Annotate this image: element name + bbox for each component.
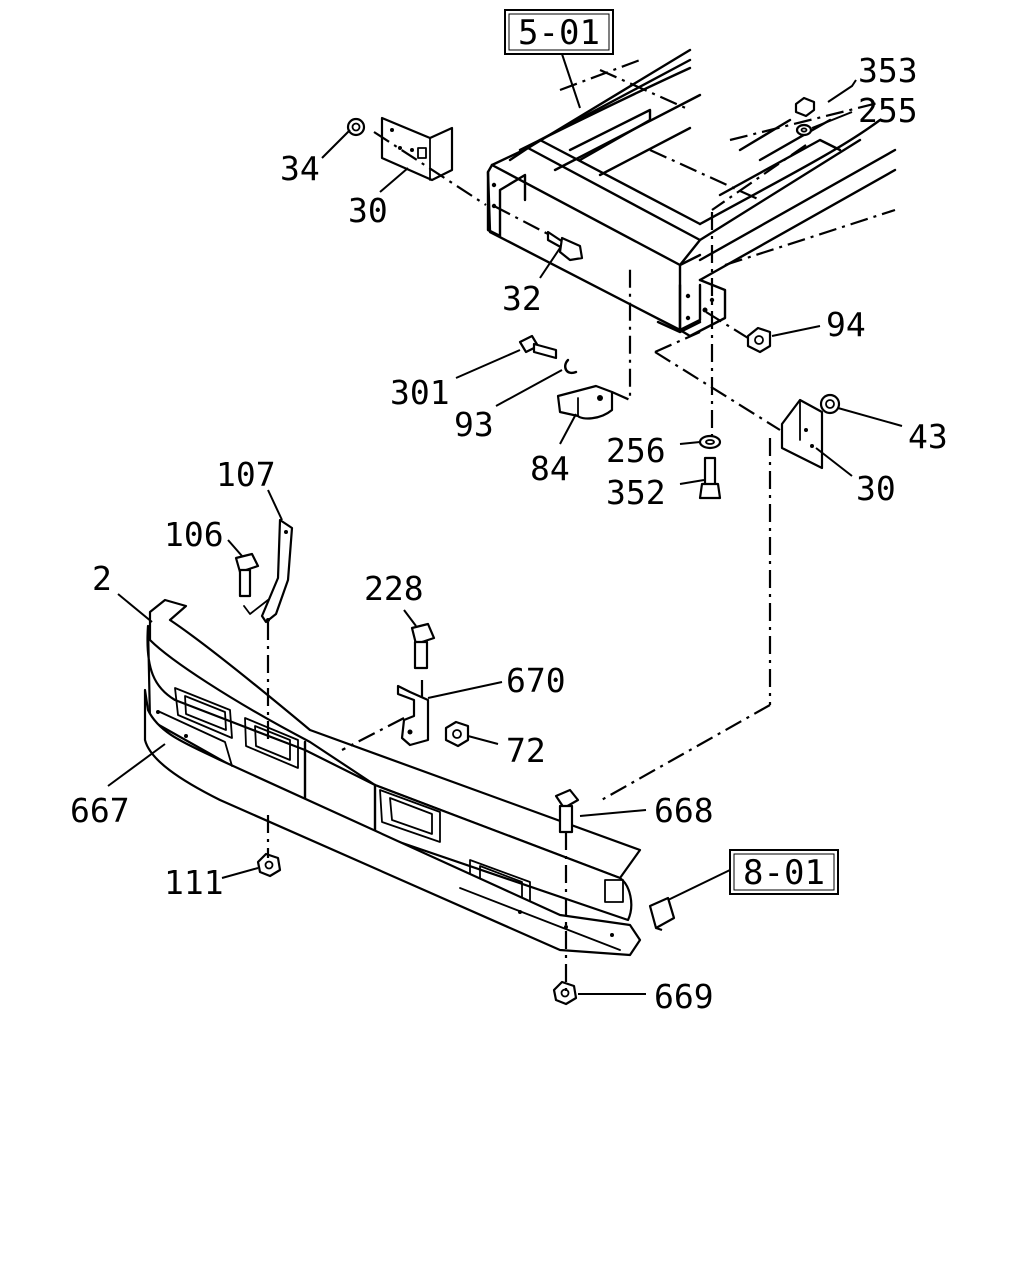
part-107-stay bbox=[260, 518, 294, 624]
part-353-nut bbox=[794, 96, 816, 118]
callout-34: 34 bbox=[280, 149, 320, 188]
leader-lines bbox=[107, 79, 903, 995]
callout-301: 301 bbox=[390, 373, 450, 412]
callout-93: 93 bbox=[454, 405, 494, 444]
callout-106: 106 bbox=[164, 515, 224, 554]
callout-32: 32 bbox=[502, 279, 542, 318]
part-670-bracket bbox=[396, 684, 430, 747]
callout-352: 352 bbox=[606, 473, 666, 512]
callout-94: 94 bbox=[826, 305, 866, 344]
part-228-bolt bbox=[410, 622, 436, 670]
callout-43: 43 bbox=[908, 417, 948, 456]
reference-label-5-01: 5-01 bbox=[518, 13, 600, 53]
callout-669: 669 bbox=[654, 977, 714, 1016]
part-93-clip bbox=[564, 358, 578, 375]
callout-30-left: 30 bbox=[348, 191, 388, 230]
part-667-lower-lip bbox=[143, 688, 642, 957]
callout-72: 72 bbox=[506, 731, 546, 770]
part-72-nut bbox=[444, 720, 470, 748]
reference-box-8-01[interactable]: 8-01 bbox=[729, 849, 839, 895]
callout-30-right: 30 bbox=[856, 469, 896, 508]
reference-label-8-01: 8-01 bbox=[743, 853, 825, 893]
part-111-nut bbox=[256, 852, 282, 878]
callout-353: 353 bbox=[858, 51, 918, 90]
reference-box-5-01[interactable]: 5-01 bbox=[504, 9, 614, 55]
part-30-bracket-left bbox=[380, 116, 454, 182]
part-255-washer bbox=[795, 123, 813, 137]
callout-670: 670 bbox=[506, 661, 566, 700]
part-94-nut bbox=[746, 326, 772, 354]
part-30-bracket-right bbox=[780, 398, 824, 470]
callout-256: 256 bbox=[606, 431, 666, 470]
chassis-frame bbox=[486, 48, 897, 338]
part-669-nut bbox=[552, 980, 578, 1006]
part-352-bolt bbox=[698, 456, 722, 500]
part-34-nut bbox=[346, 117, 366, 137]
part-84-clamp bbox=[556, 384, 614, 420]
part-668-bolt bbox=[554, 788, 580, 834]
part-43-nut bbox=[819, 393, 841, 415]
part-301-bolt bbox=[518, 334, 558, 360]
callout-84: 84 bbox=[530, 449, 570, 488]
part-256-washer bbox=[698, 434, 722, 450]
callout-111: 111 bbox=[164, 863, 224, 902]
callout-labels: 353 255 34 30 32 94 301 93 84 256 352 43… bbox=[70, 51, 948, 1016]
part-106-bolt bbox=[234, 552, 260, 598]
callout-668: 668 bbox=[654, 791, 714, 830]
callout-2: 2 bbox=[92, 559, 112, 598]
callout-107: 107 bbox=[216, 455, 276, 494]
connector-8-01-part bbox=[648, 896, 676, 930]
callout-667: 667 bbox=[70, 791, 130, 830]
part-32-bolt bbox=[546, 230, 584, 262]
callout-228: 228 bbox=[364, 569, 424, 608]
callout-255: 255 bbox=[858, 91, 918, 130]
